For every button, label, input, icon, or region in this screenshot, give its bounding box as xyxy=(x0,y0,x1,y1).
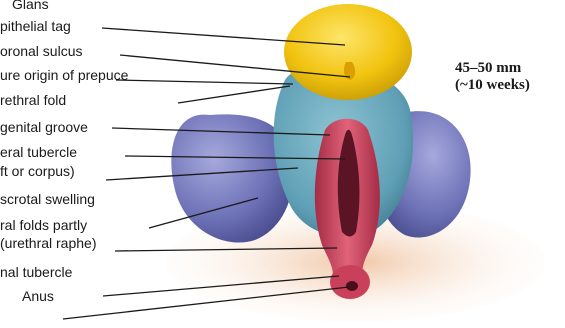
glans-shape xyxy=(284,4,412,100)
leader-coronal-sulcus xyxy=(116,80,293,84)
label-fused-folds-line1: ral folds partly xyxy=(0,218,87,233)
label-epithelial-tag: pithelial tag xyxy=(0,19,71,34)
label-urogenital-groove: genital groove xyxy=(0,120,88,135)
anus-shape xyxy=(346,281,358,291)
label-glans: Glans xyxy=(12,0,49,12)
stage-age: (~10 weeks) xyxy=(455,77,565,94)
label-prepuce-origin: ure origin of prepuce xyxy=(0,68,128,83)
label-scrotal-swelling: scrotal swelling xyxy=(0,192,95,207)
label-fused-folds-line2: (urethral raphe) xyxy=(0,236,97,251)
label-coronal-sulcus: oronal sulcus xyxy=(0,44,83,59)
label-anal-tubercle: nal tubercle xyxy=(0,265,72,280)
label-genital-tubercle-line1: eral tubercle xyxy=(0,145,77,160)
label-urethral-fold: rethral fold xyxy=(0,93,66,108)
leader-prepuce-origin xyxy=(178,86,290,103)
stage-size: 45–50 mm xyxy=(455,60,565,77)
label-anus: Anus xyxy=(22,289,54,304)
stage-label: 45–50 mm (~10 weeks) xyxy=(455,60,565,94)
label-genital-tubercle-line2: ft or corpus) xyxy=(0,164,75,179)
